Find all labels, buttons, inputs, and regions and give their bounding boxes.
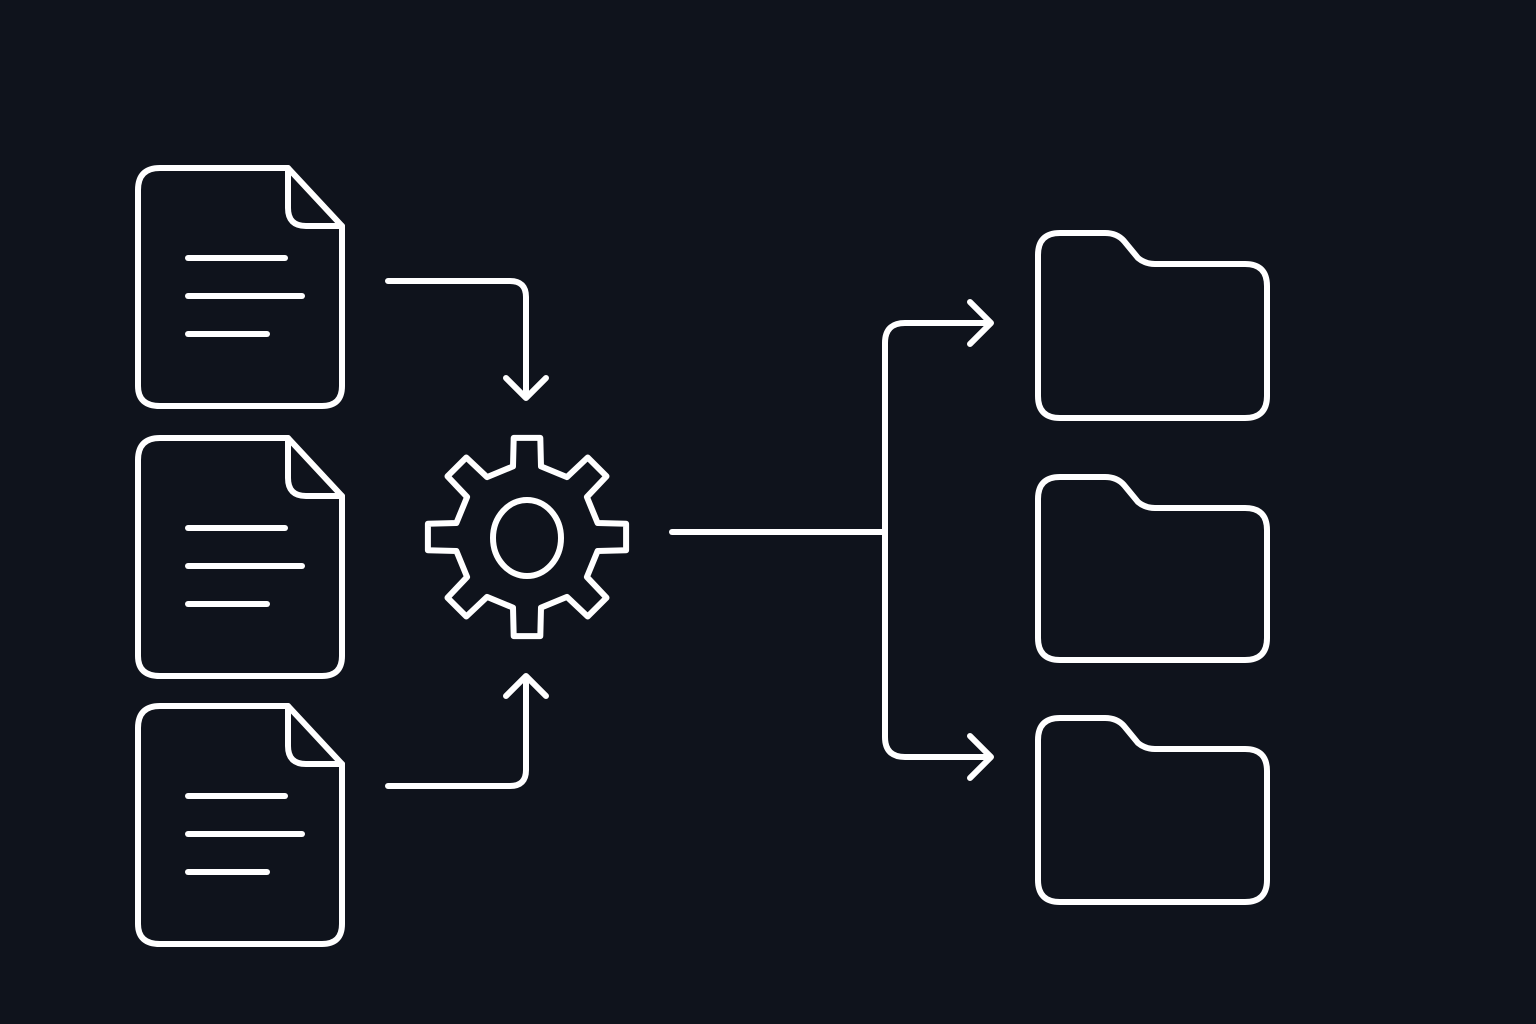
arrow-down-icon bbox=[385, 278, 549, 401]
connector-branch bbox=[882, 320, 991, 535]
output-connectors bbox=[669, 299, 994, 781]
document-icon bbox=[135, 165, 345, 409]
arrow-up-icon bbox=[385, 673, 549, 789]
diagram-strokes bbox=[135, 165, 1270, 947]
folder-icon bbox=[1035, 230, 1270, 421]
folder-icon bbox=[1035, 715, 1270, 905]
input-arrows bbox=[385, 278, 549, 789]
gear-hole bbox=[490, 497, 564, 579]
output-folders bbox=[1035, 230, 1270, 905]
document-icon bbox=[135, 703, 345, 947]
connector-branch bbox=[882, 529, 991, 760]
arrow-right-icon bbox=[967, 733, 994, 781]
gear-icon bbox=[424, 434, 630, 640]
document-icon bbox=[135, 435, 345, 679]
input-documents bbox=[135, 165, 345, 947]
arrow-right-icon bbox=[967, 299, 994, 347]
folder-icon bbox=[1035, 474, 1270, 663]
